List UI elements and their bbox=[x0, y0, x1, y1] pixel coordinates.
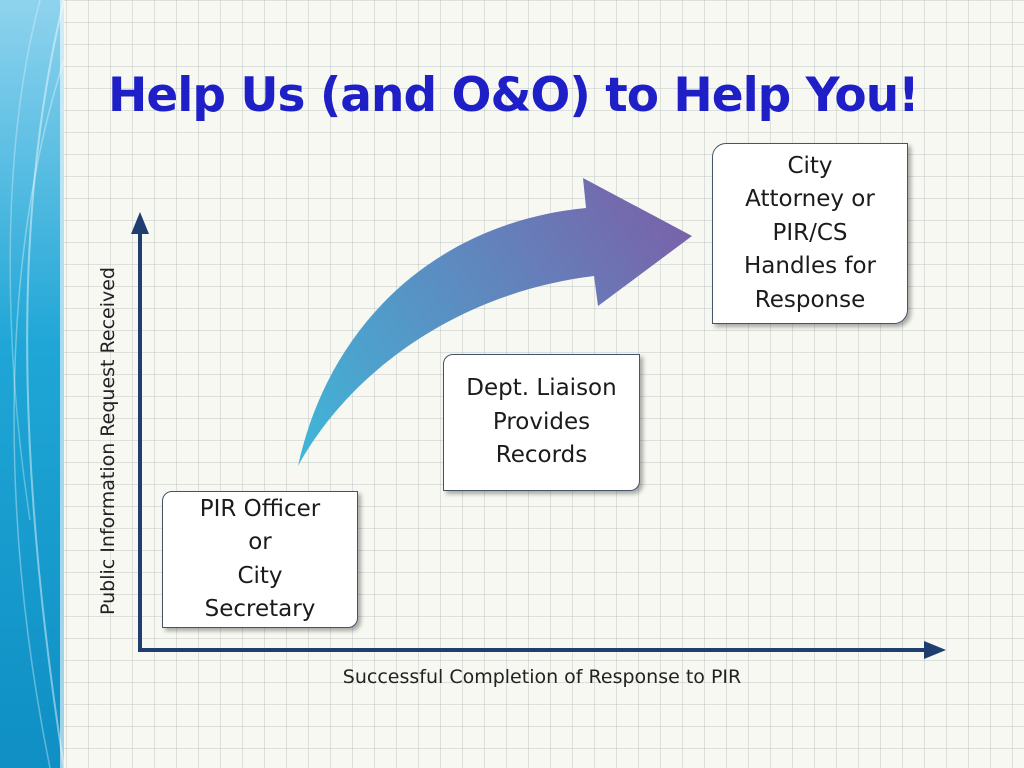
y-axis-label: Public Information Request Received bbox=[97, 267, 119, 615]
side-decoration-band bbox=[0, 0, 64, 768]
x-axis-arrowhead bbox=[924, 641, 946, 659]
y-axis bbox=[131, 212, 149, 650]
step-box-dept-liaison: Dept. Liaison Provides Records bbox=[443, 354, 640, 491]
x-axis-label: Successful Completion of Response to PIR bbox=[342, 666, 742, 688]
y-axis-arrowhead bbox=[131, 212, 149, 234]
step-label: PIR Officer or City Secretary bbox=[199, 495, 321, 622]
slide-title: Help Us (and O&O) to Help You! bbox=[108, 68, 920, 123]
x-axis bbox=[138, 641, 946, 659]
step-label: Dept. Liaison Provides Records bbox=[466, 375, 617, 469]
curved-progress-arrow bbox=[298, 178, 692, 466]
step-label: City Attorney or PIR/CS Handles for Resp… bbox=[743, 153, 877, 313]
step-box-city-attorney: City Attorney or PIR/CS Handles for Resp… bbox=[712, 143, 908, 324]
step-box-pir-officer: PIR Officer or City Secretary bbox=[162, 491, 358, 628]
